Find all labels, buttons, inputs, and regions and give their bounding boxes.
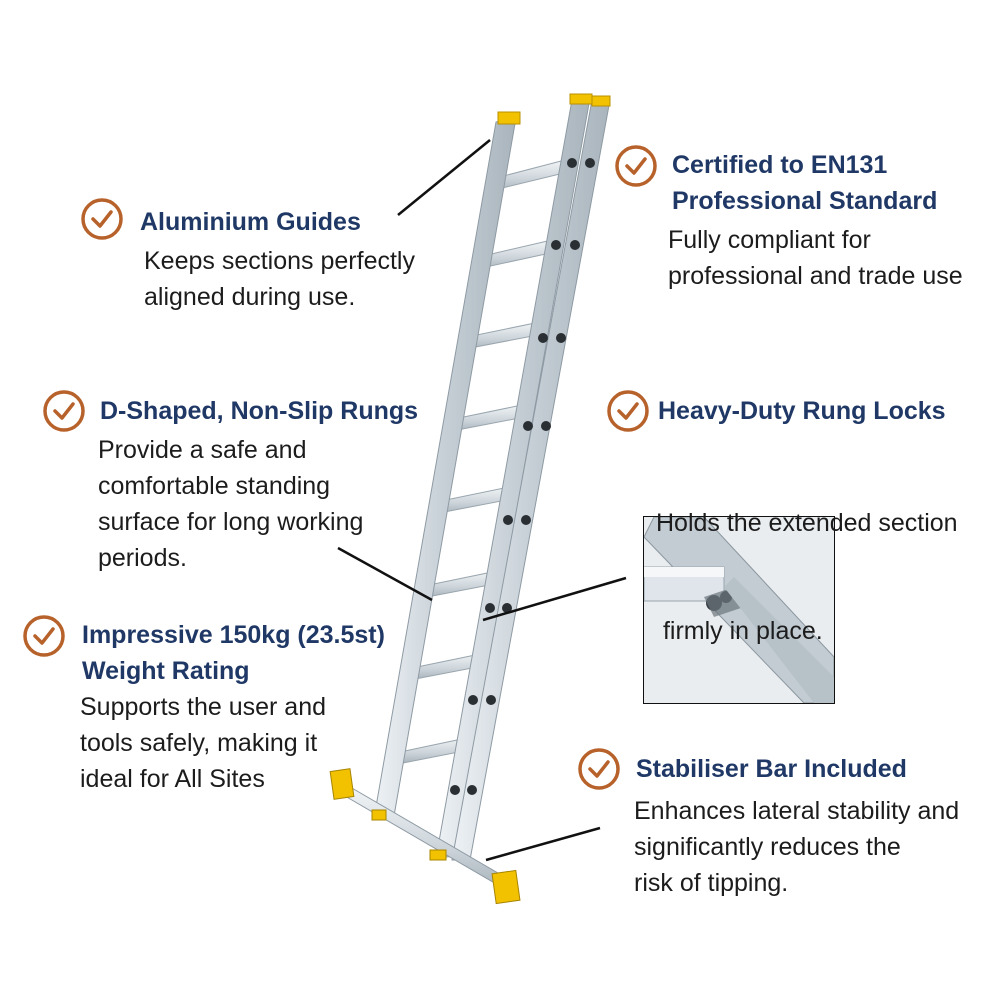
feature-title: D-Shaped, Non-Slip Rungs <box>100 397 419 425</box>
check-circle-icon <box>607 390 649 432</box>
feature-title: Stabiliser Bar Included <box>636 755 907 783</box>
feature-title: Aluminium Guides <box>140 208 361 236</box>
feature-description: Supports the user and tools safely, maki… <box>80 693 326 793</box>
check-circle-icon <box>615 145 657 187</box>
feature-description: Fully compliant for professional and tra… <box>668 226 963 290</box>
rung-lock-closeup-image <box>644 517 834 703</box>
feature-description: Keeps sections perfectly aligned during … <box>144 247 415 311</box>
rung-lock-closeup-inset <box>643 516 835 704</box>
stabiliser-bar <box>329 768 521 905</box>
feature-title: Certified to EN131 Professional Standard <box>672 151 938 215</box>
feature-description: Enhances lateral stability and significa… <box>634 797 960 897</box>
rung-lock-bolts <box>450 158 595 795</box>
check-circle-icon <box>578 748 620 790</box>
check-circle-icon <box>81 198 123 240</box>
top-caps <box>497 93 611 125</box>
feature-description: Holds the extended section firmly in pla… <box>656 509 958 645</box>
feature-title: Heavy-Duty Rung Locks <box>658 397 946 425</box>
callout-lines <box>337 139 627 862</box>
ladder-rails <box>373 97 611 861</box>
check-circle-icon <box>43 390 85 432</box>
check-circle-icon <box>23 615 65 657</box>
feature-description: Provide a safe and comfortable standing … <box>98 436 364 572</box>
feature-title: Impressive 150kg (23.5st) Weight Rating <box>82 621 385 685</box>
